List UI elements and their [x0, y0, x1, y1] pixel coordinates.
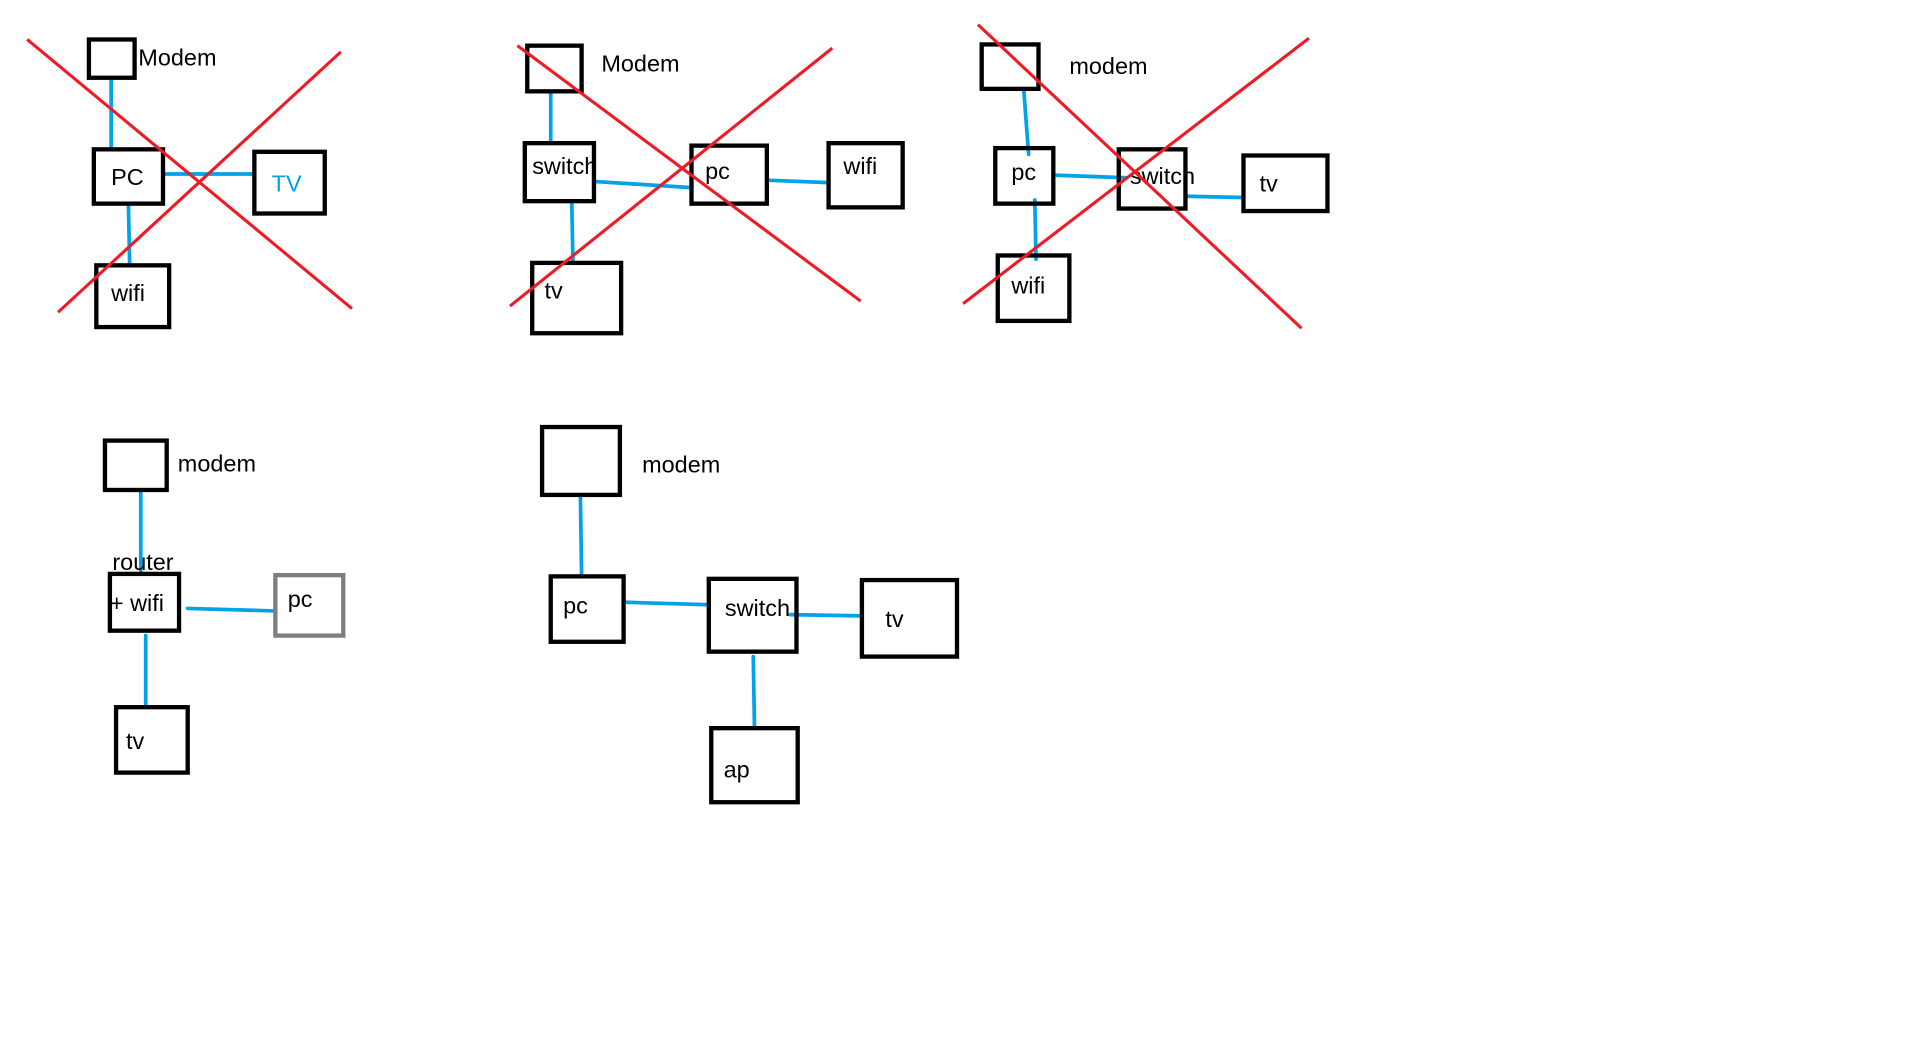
- switch-label: switch: [532, 153, 597, 179]
- diagram-4: modem router + wifi pc tv: [102, 438, 346, 775]
- link-modem-pc: [1021, 87, 1031, 157]
- wifi-label: + wifi: [110, 590, 164, 616]
- tv-label: TV: [272, 170, 302, 196]
- link-pc-switch: [1055, 173, 1129, 180]
- link-router-pc: [185, 606, 278, 613]
- link-pc-wifi: [126, 201, 132, 268]
- pc-label: PC: [111, 164, 144, 190]
- modem-box: [539, 424, 623, 498]
- diagram-1: Modem PC TV wifi: [26, 37, 353, 330]
- red-cross-stroke: [56, 50, 342, 314]
- router-label: router: [112, 549, 173, 575]
- tv-box: [113, 705, 190, 775]
- pc-label: pc: [563, 592, 588, 618]
- tv-box: [252, 149, 327, 216]
- modem-box: [979, 42, 1041, 92]
- ap-label: ap: [724, 757, 750, 783]
- wifi-label: wifi: [842, 153, 877, 179]
- red-cross-stroke: [976, 23, 1303, 330]
- wifi-box: [826, 141, 905, 210]
- switch-box: [522, 141, 597, 204]
- wifi-box: [995, 253, 1072, 324]
- red-cross-stroke: [509, 46, 834, 308]
- tv-box: [859, 577, 960, 659]
- modem-label: Modem: [138, 44, 216, 70]
- modem-label: modem: [178, 450, 256, 476]
- link-modem-pc: [578, 493, 584, 579]
- link-pc-wifi: [764, 178, 831, 185]
- wifi-label: wifi: [1010, 273, 1045, 299]
- tv-label: tv: [885, 606, 904, 632]
- diagram-3: modem pc switch tv wifi: [962, 23, 1330, 330]
- switch-box: [706, 576, 799, 654]
- red-cross-stroke: [962, 37, 1310, 305]
- modem-label: modem: [642, 452, 720, 478]
- link-switch-pc: [592, 179, 694, 190]
- switch-box: [1116, 147, 1188, 211]
- pc-box: [91, 147, 166, 206]
- diagram-2: Modem switch pc wifi tv: [509, 43, 905, 336]
- tv-label: tv: [126, 728, 145, 754]
- tv-label: tv: [545, 278, 564, 304]
- diagram-5: modem pc switch tv ap: [539, 424, 960, 805]
- modem-label: modem: [1069, 53, 1147, 79]
- pc-label: pc: [288, 586, 313, 612]
- pc-label: pc: [705, 158, 730, 184]
- wifi-label: wifi: [110, 280, 145, 306]
- tv-box: [530, 260, 624, 336]
- switch-label: switch: [725, 595, 790, 621]
- red-cross-stroke: [26, 38, 353, 310]
- router-wifi-box: [107, 571, 182, 633]
- link-switch-tv: [569, 199, 575, 265]
- modem-box: [102, 438, 169, 493]
- pc-label: pc: [1011, 159, 1036, 185]
- modem-box: [86, 37, 137, 80]
- link-switch-tv: [1183, 194, 1246, 200]
- link-pc-switch: [624, 600, 711, 607]
- modem-label: Modem: [601, 51, 679, 77]
- link-switch-tv: [788, 612, 864, 618]
- pc-box: [993, 145, 1056, 206]
- modem-box: [525, 43, 584, 94]
- ap-box: [709, 726, 800, 805]
- link-switch-ap: [751, 654, 757, 731]
- red-cross-stroke: [516, 44, 862, 303]
- pc-box: [273, 572, 346, 638]
- pc-box: [548, 574, 626, 644]
- tv-box: [1241, 153, 1330, 214]
- wifi-box: [94, 263, 172, 330]
- tv-label: tv: [1260, 170, 1279, 196]
